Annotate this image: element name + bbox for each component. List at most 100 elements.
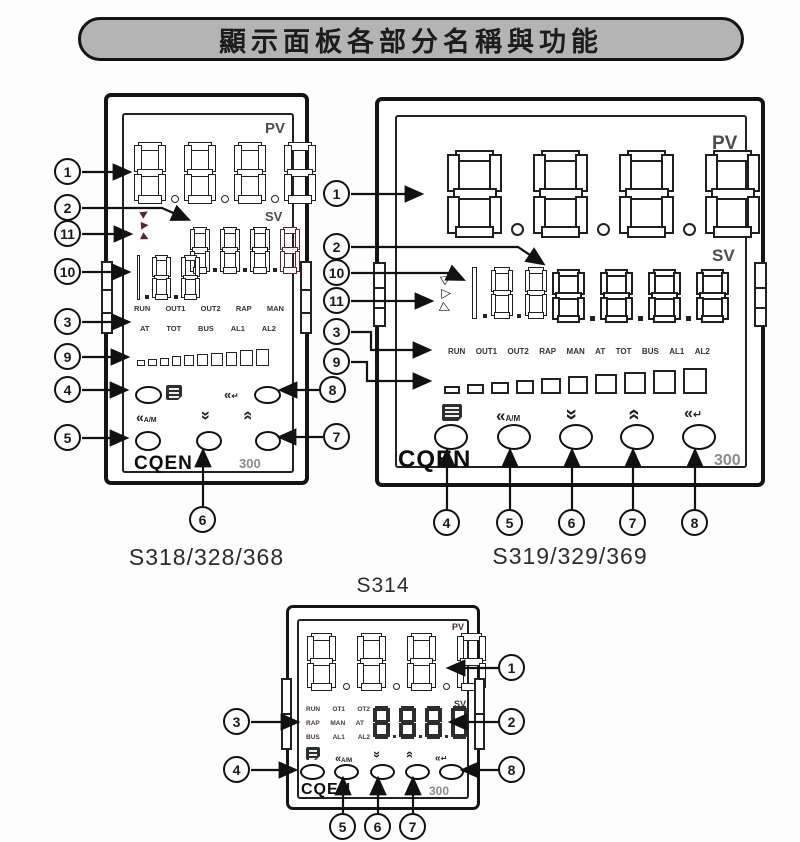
decimal-dot [683,223,696,236]
set-button [135,386,162,404]
indicator-label: TOT [166,324,182,333]
bargraph-segment [467,384,484,394]
mounting-tab [373,262,386,327]
callout-3: 3 [223,708,250,735]
indicator-label: BUS [198,324,214,333]
indicator-label: RUN [134,304,151,313]
seven-segment-digit [447,150,502,238]
indicator-label: AT [355,720,364,727]
decimal-dot [419,735,422,738]
indicator-label: OUT2 [507,347,529,356]
callout-5: 5 [496,509,523,536]
decimal-dot [393,683,400,690]
indicator-label: RAP [235,304,252,313]
seven-segment-digit [696,269,729,323]
mounting-tab [300,261,312,334]
indicator-label: AT [595,347,606,356]
pv-label: PV [452,622,465,632]
callout-1: 1 [323,180,350,207]
pv-label: PV [265,120,286,137]
callout-2: 2 [54,194,81,221]
set-icon [166,385,182,400]
seven-segment-digit [357,633,386,691]
indicator-label: AT [140,324,150,333]
down-chevron-icon: » [560,408,584,421]
indicator-label: RUN [448,347,466,356]
indicator-label: AL1 [669,347,685,356]
callout-7: 7 [399,813,426,840]
seven-segment-digit [234,142,266,204]
callout-10: 10 [54,258,81,285]
down-button [370,764,395,780]
seven-segment-digit [470,267,479,319]
am-shift-icon: «A/M [136,409,157,425]
model-number: 300 [714,452,741,469]
callout-1: 1 [54,158,81,185]
display-bezel [297,619,469,799]
callout-8: 8 [319,376,346,403]
up-button [620,424,654,450]
indicator-label: RAP [306,720,320,727]
callout-10: 10 [323,259,350,286]
indicator-label: OT1 [332,706,346,713]
mounting-tab [474,678,485,750]
seven-segment-digit [399,706,416,739]
callout-5: 5 [329,813,356,840]
bargraph-display [444,368,708,394]
callout-3: 3 [54,308,81,335]
enter-button [682,424,716,450]
up-chevron-icon: » [621,408,645,421]
seven-segment-digit [619,150,674,238]
indicator-label: AL2 [261,324,276,333]
seven-segment-digit [184,142,216,204]
decimal-dot [243,268,247,272]
callout-1: 1 [498,654,525,681]
model-label-s319: S319/329/369 [492,543,648,569]
seven-segment-digit [451,706,468,739]
indicator-label: AL2 [694,347,710,356]
seven-segment-digit [284,142,316,204]
callout-11: 11 [54,220,81,247]
callout-11: 11 [323,287,350,314]
am-shift-button [497,424,531,450]
seven-segment-digit [220,227,240,274]
callout-2: 2 [323,233,350,260]
callout-6: 6 [558,509,585,536]
callout-7: 7 [619,509,646,536]
callout-5: 5 [54,424,81,451]
up-button [405,764,430,780]
pv-display [307,633,486,691]
mounting-tab [101,261,113,334]
deviation-arrow-icon: ▶ [140,219,150,232]
am-shift-button [135,431,161,451]
callout-7: 7 [323,423,350,450]
seven-segment-digit [134,142,166,204]
decimal-dot [213,268,217,272]
seven-segment-digit [425,706,442,739]
model-number: 300 [239,456,261,471]
aux-display [135,255,200,300]
sv-display [190,227,300,274]
decimal-dot [511,223,524,236]
bargraph-segment [490,382,509,394]
decimal-dot [343,683,350,690]
decimal-dot [686,316,691,321]
aux-display [470,267,547,319]
decimal-dot [171,195,179,203]
callout-9: 9 [54,343,81,370]
brand-logo: CQEN [301,781,352,798]
bargraph-segment [148,358,157,366]
brand-logo: CQEN [398,446,472,473]
decimal-dot [597,223,610,236]
bargraph-segment [623,372,647,394]
callout-4: 4 [433,509,460,536]
indicator-label: OT2 [357,706,370,713]
